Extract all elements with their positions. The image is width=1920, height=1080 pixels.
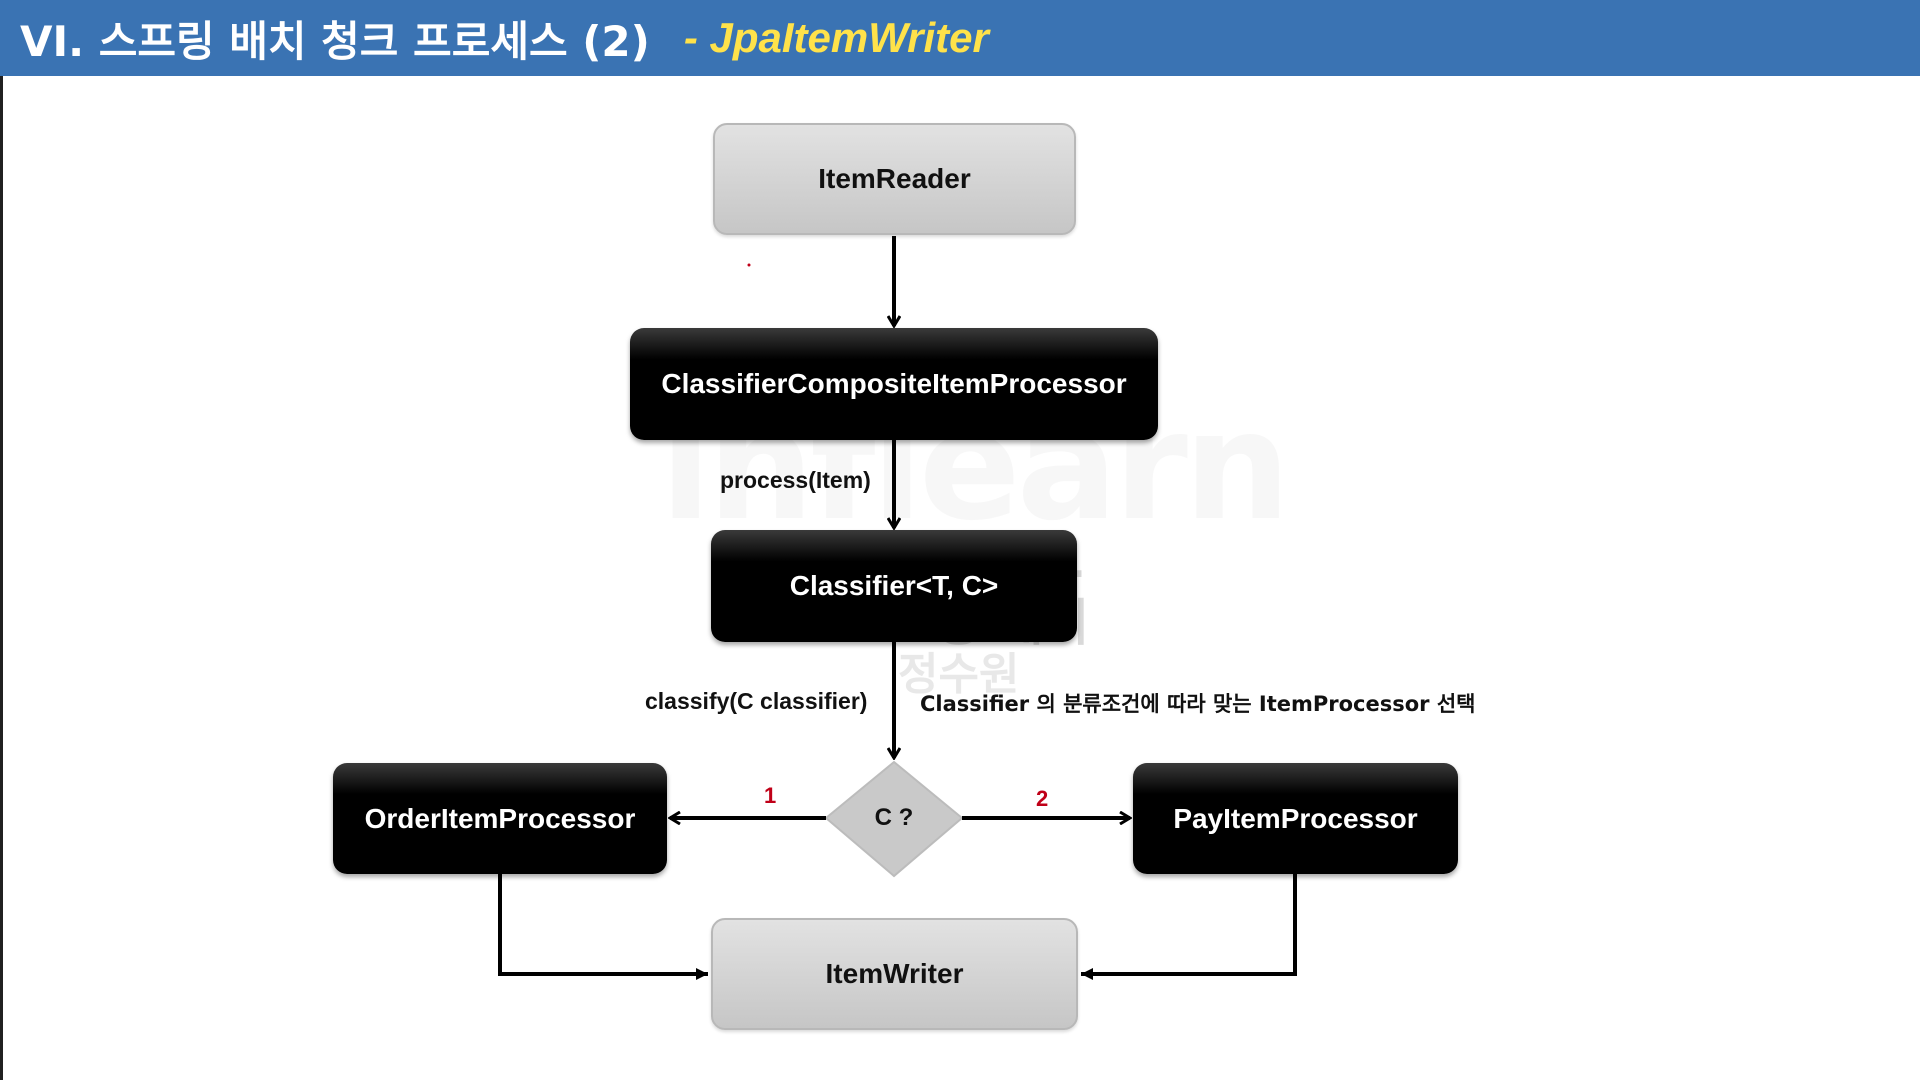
arrow-pay-to-writer bbox=[1081, 874, 1297, 980]
classifier-composite-processor-box: ClassifierCompositeItemProcessor bbox=[630, 328, 1158, 440]
pay-item-processor-box: PayItemProcessor bbox=[1133, 763, 1458, 874]
branch-1-label: 1 bbox=[764, 783, 777, 808]
item-reader-box: ItemReader bbox=[713, 123, 1076, 235]
classify-label: classify(C classifier) bbox=[645, 688, 868, 714]
item-writer-box: ItemWriter bbox=[711, 918, 1078, 1030]
page-subtitle: - JpaItemWriter bbox=[683, 14, 989, 61]
left-border bbox=[0, 76, 3, 1080]
stray-dot bbox=[747, 263, 751, 267]
arrow-order-to-writer bbox=[498, 874, 708, 980]
classifier-box: Classifier<T, C> bbox=[711, 530, 1077, 642]
decision-label: C ? bbox=[874, 804, 914, 831]
classifier-note: Classifier 의 분류조건에 따라 맞는 ItemProcessor 선… bbox=[920, 692, 1476, 716]
decision-diamond bbox=[824, 760, 964, 878]
order-item-processor-box: OrderItemProcessor bbox=[333, 763, 667, 874]
title-bar: VI. 스프링 배치 청크 프로세스 (2) - JpaItemWriter bbox=[0, 0, 1920, 76]
page-title: VI. 스프링 배치 청크 프로세스 (2) bbox=[20, 16, 650, 66]
branch-2-label: 2 bbox=[1036, 786, 1049, 811]
process-item-label: process(Item) bbox=[720, 467, 871, 493]
